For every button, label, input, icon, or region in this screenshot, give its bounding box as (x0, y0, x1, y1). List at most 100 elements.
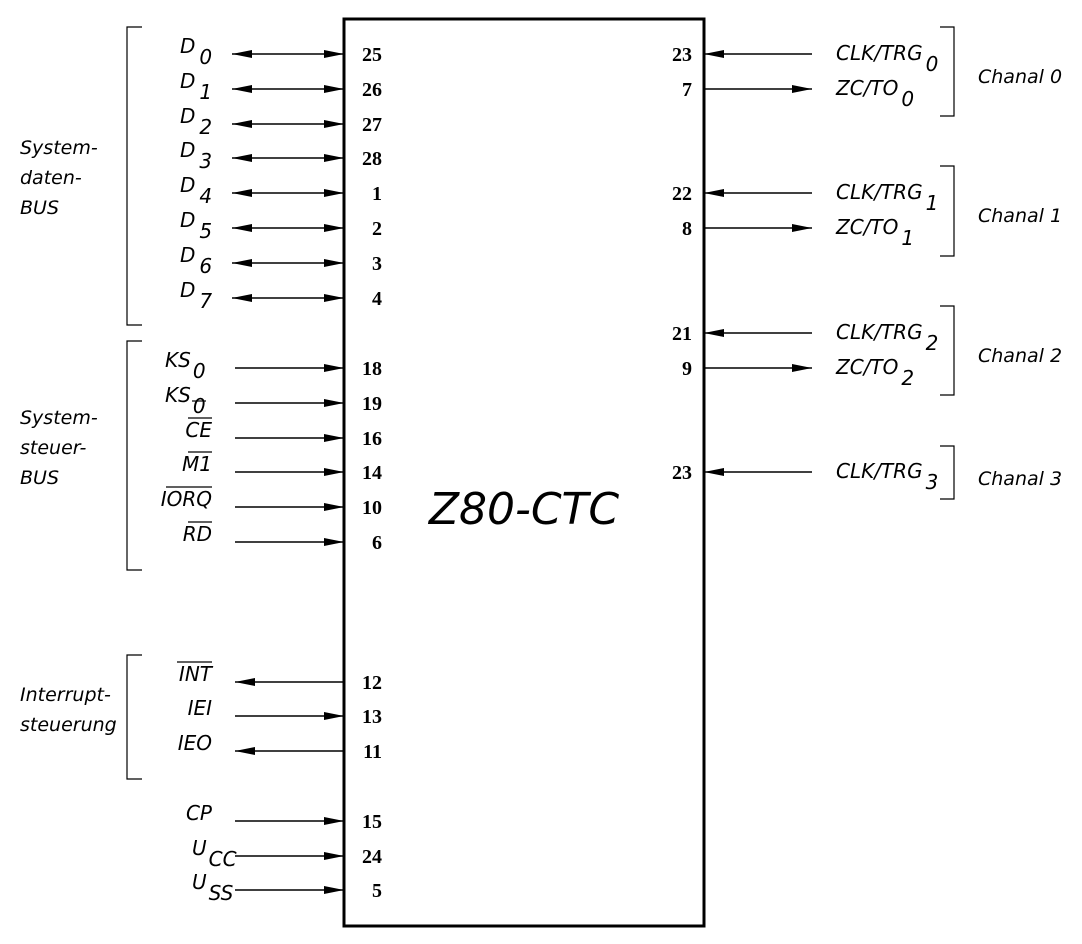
pin-number: 26 (362, 79, 382, 101)
group-label-interrupt: Interrupt- steuerung (20, 684, 117, 736)
pin-number: 1 (372, 183, 382, 205)
signal-name: CP (186, 801, 213, 825)
group-label-line: daten- (20, 167, 82, 189)
pin-number: 5 (372, 880, 382, 902)
signal-subscript: 4 (199, 184, 212, 208)
pin-number: 23 (672, 462, 692, 484)
signal-subscript: 3 (926, 470, 939, 494)
signal-name: M1 (182, 452, 212, 476)
signal-name: ZC/TO (835, 76, 898, 100)
signal-subscript: 0 (199, 45, 212, 69)
group-label-line: steuerung (20, 714, 117, 736)
arrow-head-left-icon (232, 85, 252, 93)
signal-name: IEI (188, 696, 213, 720)
left-pin: CP 15 (186, 801, 382, 833)
group-label-line: BUS (20, 467, 59, 489)
arrow-head-right-icon (324, 50, 344, 58)
signal-name: CLK/TRG (836, 180, 923, 204)
group-bracket-systemsteuer (126, 340, 142, 571)
arrow-head-left-icon (232, 189, 252, 197)
arrow-head-right-icon (324, 886, 344, 894)
group-label-line: System- (20, 137, 98, 159)
signal-name: IORQ (161, 487, 212, 511)
arrow-head-left-icon (232, 154, 252, 162)
signal-subscript: 5 (199, 219, 212, 243)
signal-subscript: 0 (193, 359, 206, 383)
pin-number: 9 (682, 358, 692, 380)
signal-name: U (192, 836, 207, 860)
signal-subscript: 2 (901, 366, 914, 390)
chip-title: Z80-CTC (428, 484, 620, 535)
group-label-line: BUS (20, 197, 59, 219)
group-label-line: steuer- (20, 437, 87, 459)
pin-number: 7 (682, 79, 692, 101)
pin-number: 15 (362, 811, 382, 833)
signal-name: D (180, 173, 195, 197)
left-pin: IORQ 10 (161, 486, 382, 519)
arrow-head-right-icon (324, 189, 344, 197)
signal-name: D (180, 69, 195, 93)
signal-name: CE (185, 418, 212, 442)
arrow-head-right-icon (324, 120, 344, 128)
arrow-head-left-icon (232, 224, 252, 232)
signal-name: ZC/TO (835, 355, 898, 379)
signal-subscript: 1 (926, 191, 939, 215)
channel-label-1: Chanal 1 (978, 205, 1062, 227)
signal-name: INT (179, 662, 214, 686)
channel-label-0: Chanal 0 (978, 66, 1062, 88)
signal-subscript: CC (209, 847, 237, 871)
arrow-head-left-icon (704, 50, 724, 58)
signal-subscript: 0 (901, 87, 914, 111)
arrow-head-left-icon (704, 329, 724, 337)
signal-name: U (192, 870, 207, 894)
arrow-head-right-icon (324, 538, 344, 546)
signal-label: INT (179, 662, 214, 686)
arrow-head-right-icon (324, 434, 344, 442)
signal-name: D (180, 208, 195, 232)
channel-bracket-2 (940, 305, 955, 396)
pin-number: 23 (672, 44, 692, 66)
signal-name: CLK/TRG (836, 459, 923, 483)
pin-number: 8 (682, 218, 692, 240)
signal-label: IEI (188, 696, 213, 720)
arrow-head-left-icon (232, 120, 252, 128)
arrow-head-left-icon (704, 468, 724, 476)
arrow-head-right-icon (324, 817, 344, 825)
arrow-head-left-icon (232, 294, 252, 302)
group-label-systemsteuer: System- steuer- BUS (20, 407, 104, 489)
arrow-head-left-icon (232, 50, 252, 58)
arrow-head-right-icon (324, 364, 344, 372)
signal-name: CLK/TRG (836, 320, 923, 344)
pin-number: 10 (362, 497, 382, 519)
group-label-line: Interrupt- (20, 684, 111, 706)
pin-number: 2 (372, 218, 382, 240)
signal-name: D (180, 104, 195, 128)
